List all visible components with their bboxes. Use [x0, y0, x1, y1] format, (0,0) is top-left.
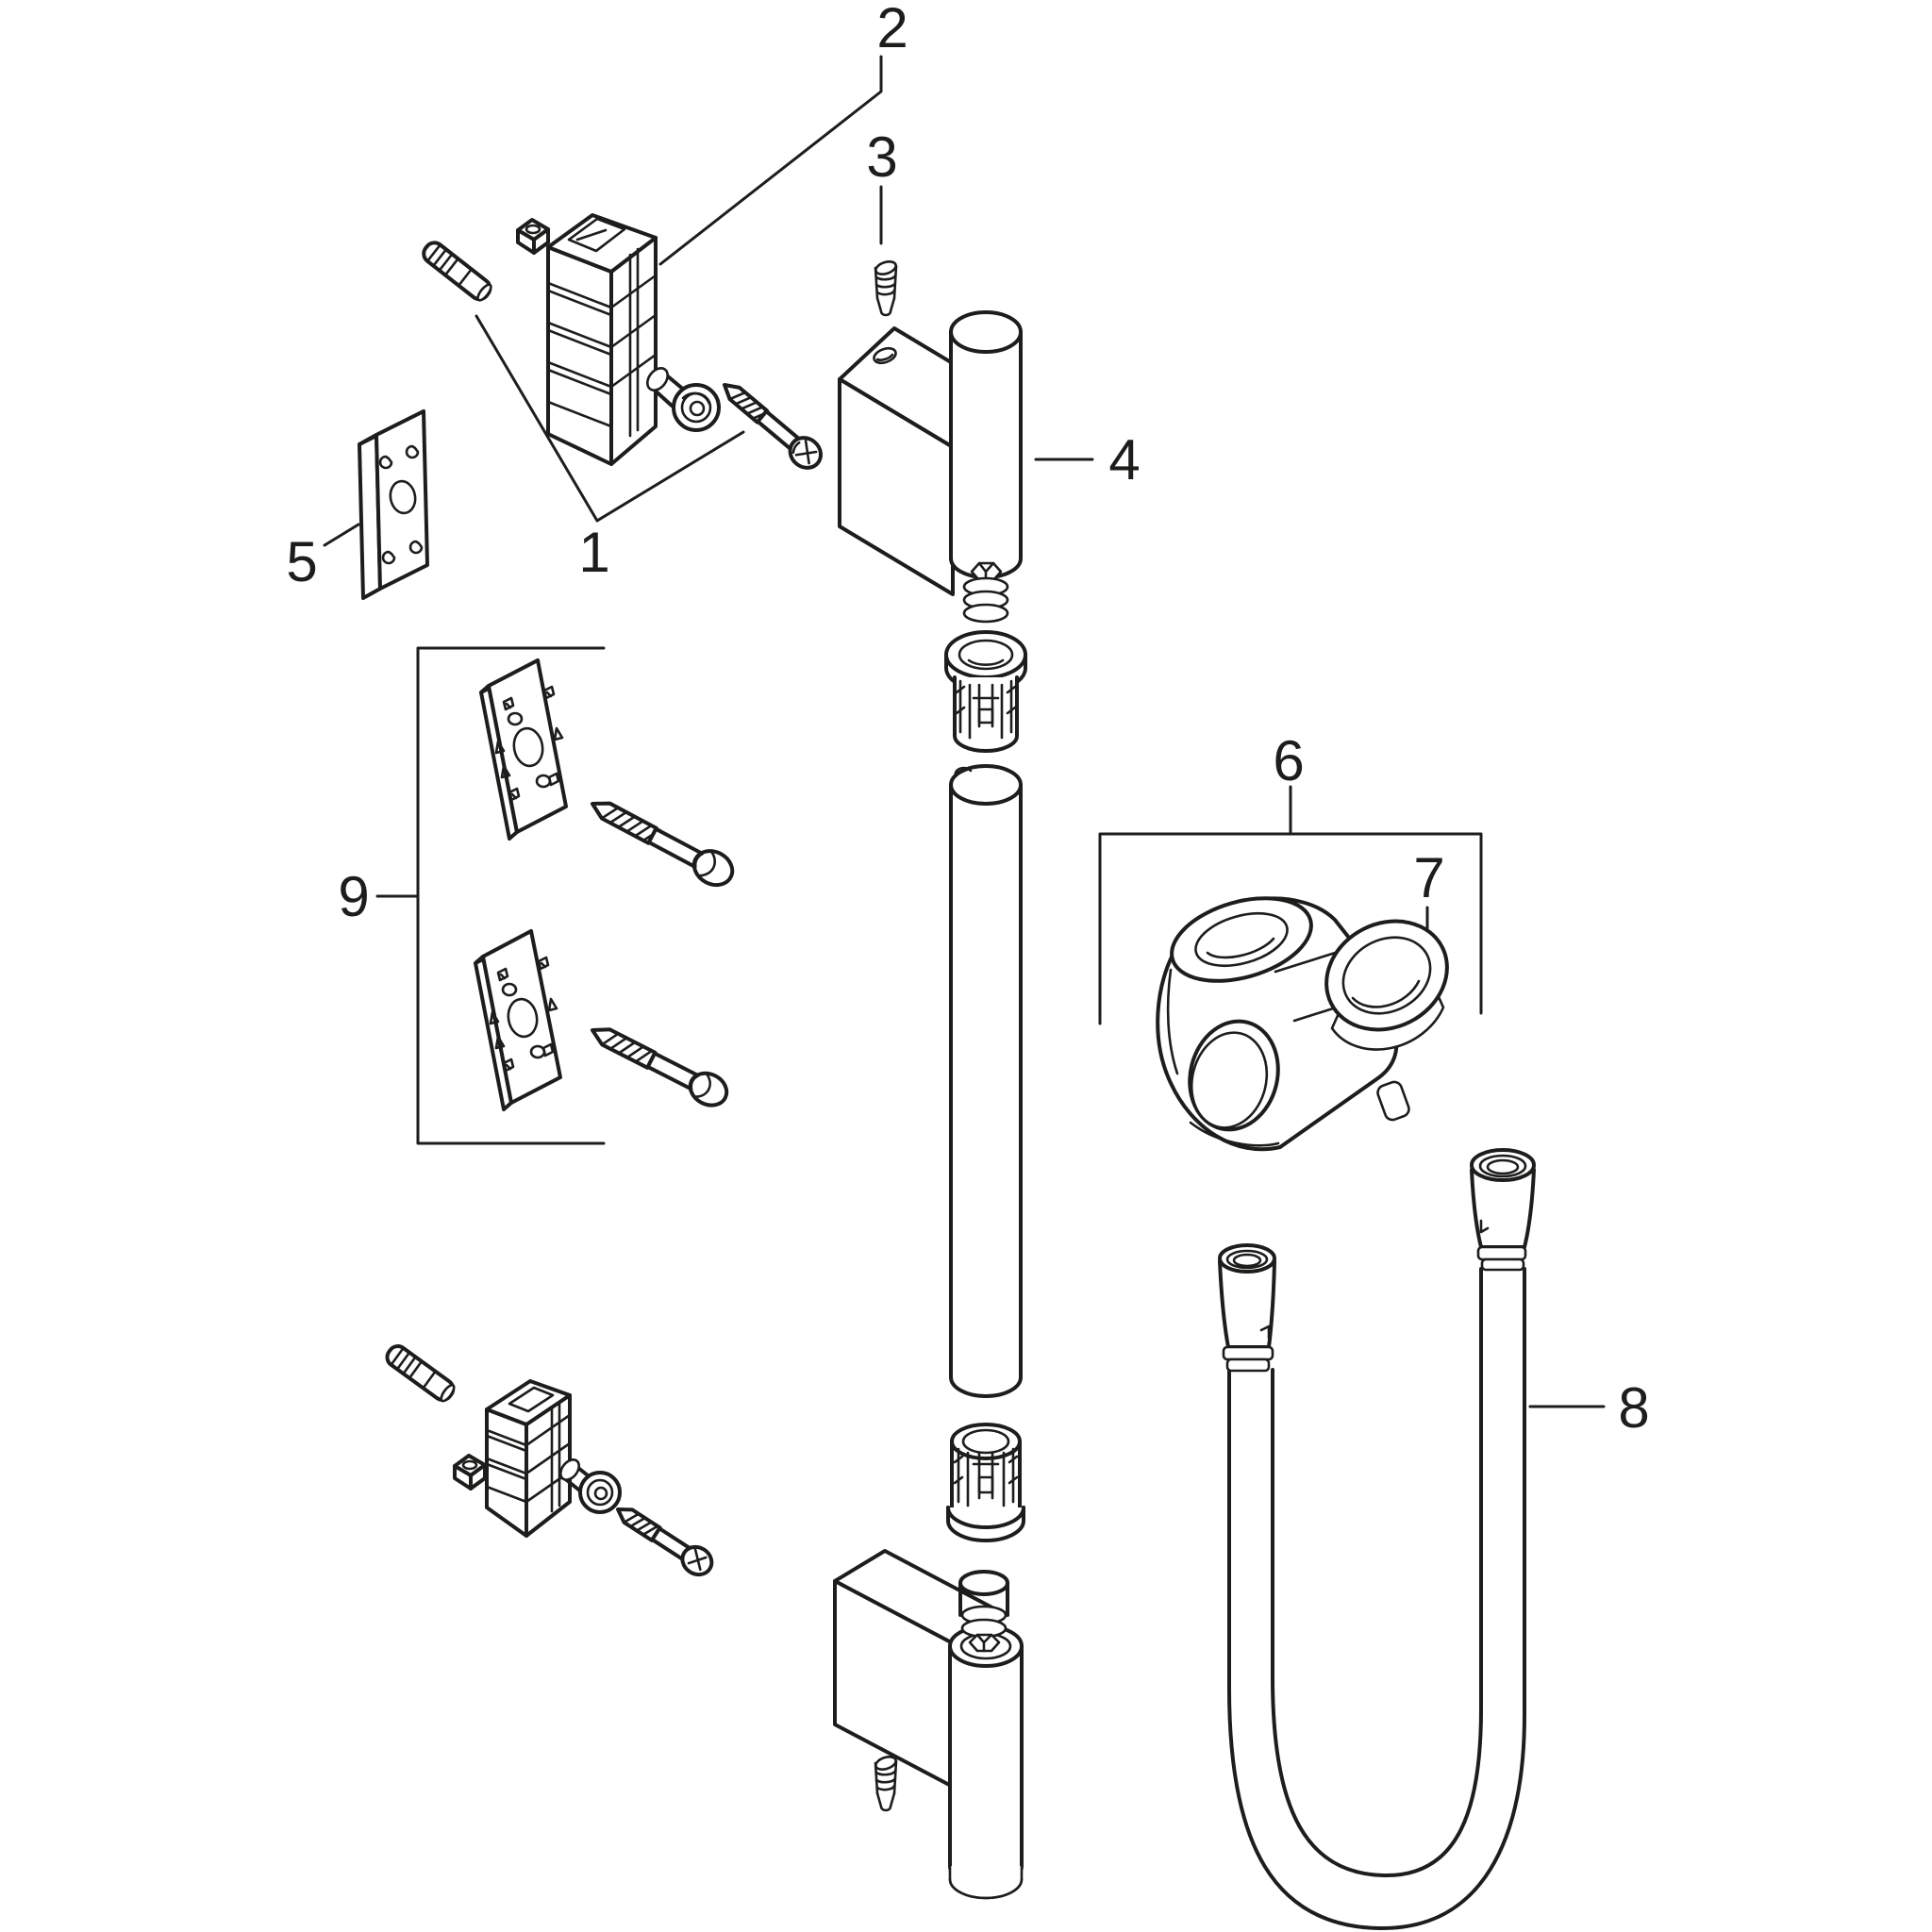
- callout-numbers: 1 2 3 4 5 6 7 8 9: [286, 0, 1649, 1440]
- rail-end-cylinder-bottom: [948, 1624, 1024, 1900]
- callout-9: 9: [338, 865, 369, 928]
- thread-lines: [600, 806, 661, 842]
- square-nut-bottom: [453, 1454, 487, 1491]
- plate-details: [494, 685, 564, 802]
- spring-connector-bottom: [958, 1570, 1009, 1653]
- hose-connector-right: [1470, 1148, 1536, 1272]
- wall-bracket-block-top: [546, 213, 658, 466]
- leader-line-2: [658, 55, 883, 266]
- thread-lines: [623, 1512, 659, 1537]
- gasket-plate: [358, 409, 429, 600]
- hose-connector-left: [1218, 1243, 1276, 1373]
- rail-end-cylinder-top: [949, 310, 1023, 579]
- callout-3: 3: [866, 125, 897, 189]
- callout-2: 2: [876, 0, 908, 59]
- insert-ribs: [953, 1447, 1019, 1507]
- callout-6: 6: [1273, 729, 1304, 792]
- rail-end-bracket-bottom: [833, 1549, 1005, 1789]
- wall-bracket-block-bottom: [485, 1379, 572, 1538]
- corner-notches: [378, 444, 424, 565]
- insert-core: [972, 1451, 1000, 1500]
- plate-details: [489, 956, 558, 1073]
- handset-holder-ring: [1324, 919, 1449, 1122]
- shower-rail-tube: [949, 764, 1023, 1398]
- callout-5: 5: [286, 530, 317, 593]
- hose: [1218, 1148, 1536, 1931]
- hose-inner-wall: [1271, 1267, 1483, 1878]
- pivot-bushing-bottom: [558, 1458, 622, 1514]
- callout-8: 8: [1618, 1376, 1649, 1440]
- rail-insert-bottom: [946, 1423, 1025, 1542]
- leader-lines: [323, 55, 1606, 1408]
- wall-anchor-pin-bottom: [385, 1344, 456, 1403]
- callout-1: 1: [578, 521, 609, 584]
- callout-7: 7: [1413, 846, 1444, 909]
- mounting-screw-top: [723, 383, 824, 470]
- wall-plug-top: [874, 260, 898, 317]
- plate-screw-upper: [591, 801, 735, 888]
- plate-screw-lower: [591, 1027, 729, 1108]
- wall-anchor-pin-top: [422, 241, 492, 302]
- wall-plug-bottom: [874, 1756, 898, 1812]
- hose-outer-wall: [1227, 1267, 1526, 1931]
- mounting-screw-bottom: [616, 1507, 714, 1577]
- thread-lines: [600, 1032, 654, 1063]
- bracket-group-9: [416, 646, 606, 1145]
- adhesive-plate-upper: [479, 658, 568, 841]
- leader-line-5: [323, 523, 360, 547]
- pivot-bushing-top: [646, 367, 721, 432]
- rib-lines: [485, 1413, 572, 1504]
- insert-ribs: [955, 679, 1017, 740]
- callout-4: 4: [1108, 428, 1140, 491]
- insert-core: [972, 683, 1000, 728]
- bracket-group-6: [1098, 832, 1483, 1025]
- spring-connector-top: [962, 561, 1009, 624]
- rib-lines: [546, 274, 658, 428]
- rail-insert-top: [944, 630, 1027, 753]
- adhesive-plate-lower: [474, 929, 562, 1111]
- square-nut-top: [516, 218, 550, 255]
- leader-line-1: [475, 314, 745, 523]
